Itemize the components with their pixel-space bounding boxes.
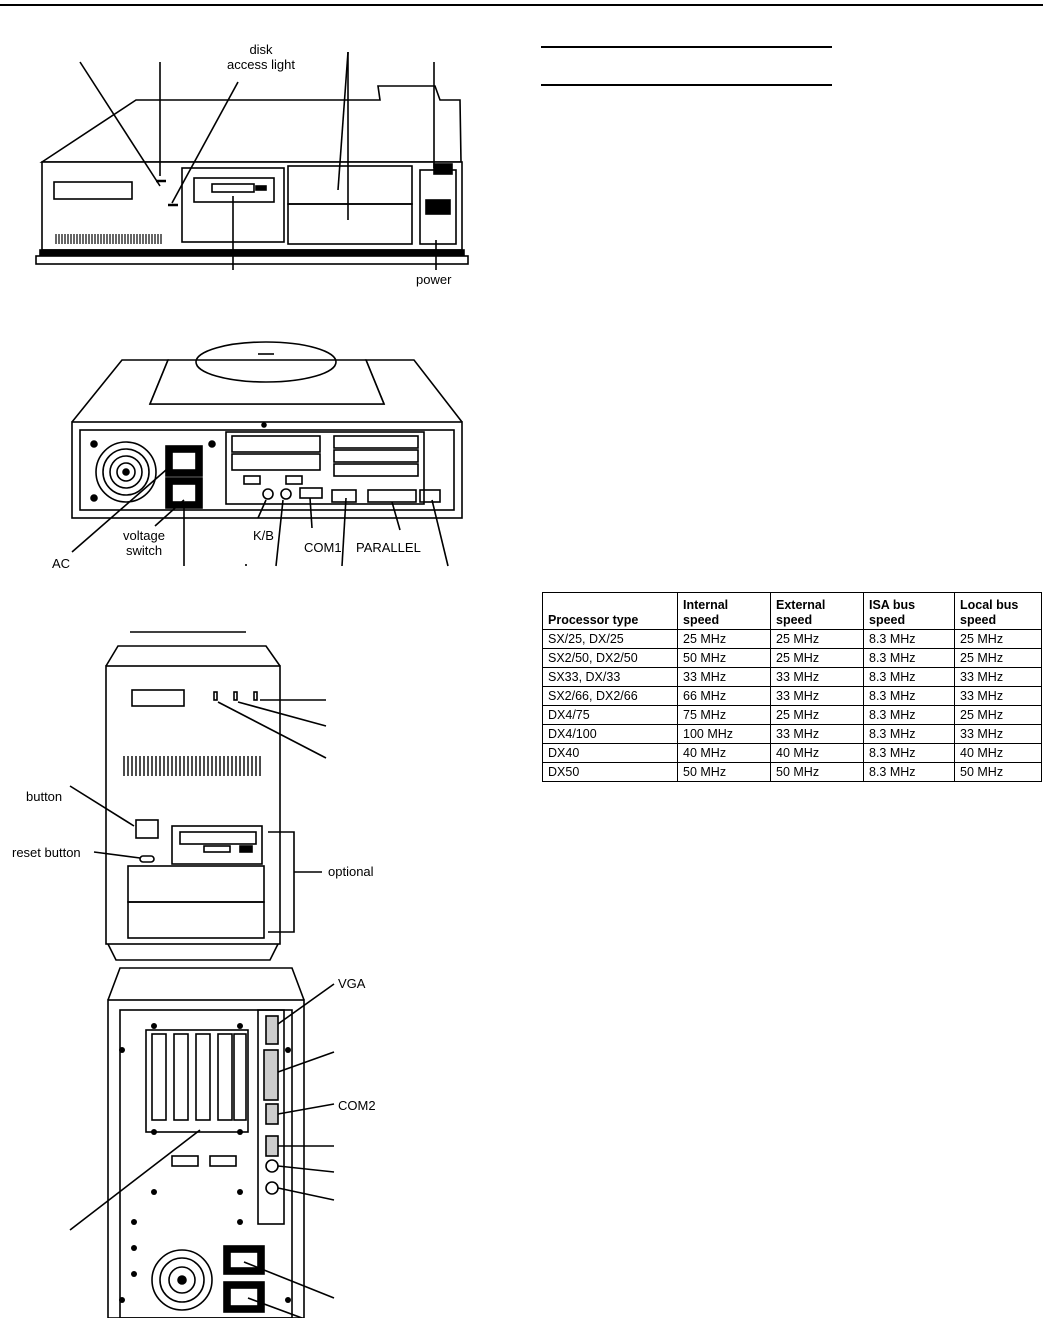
cell-processor: SX2/50, DX2/50 [542,648,678,668]
cell-external: 33 MHz [770,667,864,687]
cell-local: 25 MHz [954,705,1042,725]
cell-local: 50 MHz [954,762,1042,782]
cell-isa: 8.3 MHz [863,762,955,782]
cell-external: 50 MHz [770,762,864,782]
cell-processor: SX33, DX/33 [542,667,678,687]
table-row: SX2/50, DX2/50 50 MHz 25 MHz 8.3 MHz 25 … [542,648,1042,668]
table-row: DX4/75 75 MHz 25 MHz 8.3 MHz 25 MHz [542,705,1042,725]
cell-external: 25 MHz [770,648,864,668]
cell-isa: 8.3 MHz [863,629,955,649]
parallel-label: PARALLEL [356,540,421,555]
cell-processor: SX/25, DX/25 [542,629,678,649]
reset-button-label: reset button [12,845,81,860]
cell-local: 40 MHz [954,743,1042,763]
cell-internal: 33 MHz [677,667,771,687]
disk-access-light-text: disk access light [227,42,295,72]
cell-processor: DX50 [542,762,678,782]
cell-processor: DX4/75 [542,705,678,725]
desktop-rear-illustration [71,341,463,567]
page-top-rule [0,4,1043,6]
table-row: DX40 40 MHz 40 MHz 8.3 MHz 40 MHz [542,743,1042,763]
cell-isa: 8.3 MHz [863,705,955,725]
cell-processor: DX40 [542,743,678,763]
cell-isa: 8.3 MHz [863,686,955,706]
table-row: SX2/66, DX2/66 66 MHz 33 MHz 8.3 MHz 33 … [542,686,1042,706]
com2-label: COM2 [338,1098,376,1113]
table-row: DX50 50 MHz 50 MHz 8.3 MHz 50 MHz [542,762,1042,782]
disk-access-light-label: disk access light [206,42,316,72]
processor-speed-table: Processor type Internal speed External s… [542,592,1042,782]
cell-processor: DX4/100 [542,724,678,744]
header-local-bus-speed: Local bus speed [954,592,1042,630]
cell-local: 33 MHz [954,667,1042,687]
cell-external: 33 MHz [770,724,864,744]
table-header-row: Processor type Internal speed External s… [542,592,1042,630]
cell-internal: 100 MHz [677,724,771,744]
cell-isa: 8.3 MHz [863,724,955,744]
cell-external: 40 MHz [770,743,864,763]
ac-label: AC [52,556,71,571]
cell-external: 25 MHz [770,705,864,725]
table-row: SX33, DX/33 33 MHz 33 MHz 8.3 MHz 33 MHz [542,667,1042,687]
header-processor-type: Processor type [542,592,678,630]
cell-isa: 8.3 MHz [863,648,955,668]
header-external-speed: External speed [770,592,864,630]
cell-local: 25 MHz [954,648,1042,668]
desktop-front-illustration [35,51,469,270]
cell-isa: 8.3 MHz [863,667,955,687]
heading-rule-2 [541,84,832,86]
cell-isa: 8.3 MHz [863,743,955,763]
tower-rear-illustration [69,967,335,1318]
vga-label: VGA [338,976,366,991]
cell-internal: 40 MHz [677,743,771,763]
cell-internal: 25 MHz [677,629,771,649]
optional-label: optional [328,864,374,879]
header-isa-bus-speed: ISA bus speed [863,592,955,630]
heading-rule-1 [541,46,832,48]
button-label: button [26,789,63,804]
tower-front-illustration [69,631,327,961]
cell-external: 33 MHz [770,686,864,706]
table-row: SX/25, DX/25 25 MHz 25 MHz 8.3 MHz 25 MH… [542,629,1042,649]
header-internal-speed: Internal speed [677,592,771,630]
kb-label: K/B [253,528,274,543]
cell-local: 25 MHz [954,629,1042,649]
cell-internal: 66 MHz [677,686,771,706]
voltage-switch-label: voltage switch [123,528,165,558]
com1-label: COM1 [304,540,342,555]
cell-processor: SX2/66, DX2/66 [542,686,678,706]
cell-internal: 50 MHz [677,648,771,668]
cell-internal: 50 MHz [677,762,771,782]
cell-local: 33 MHz [954,724,1042,744]
cell-external: 25 MHz [770,629,864,649]
cell-local: 33 MHz [954,686,1042,706]
table-row: DX4/100 100 MHz 33 MHz 8.3 MHz 33 MHz [542,724,1042,744]
power-label: power [416,272,452,287]
cell-internal: 75 MHz [677,705,771,725]
